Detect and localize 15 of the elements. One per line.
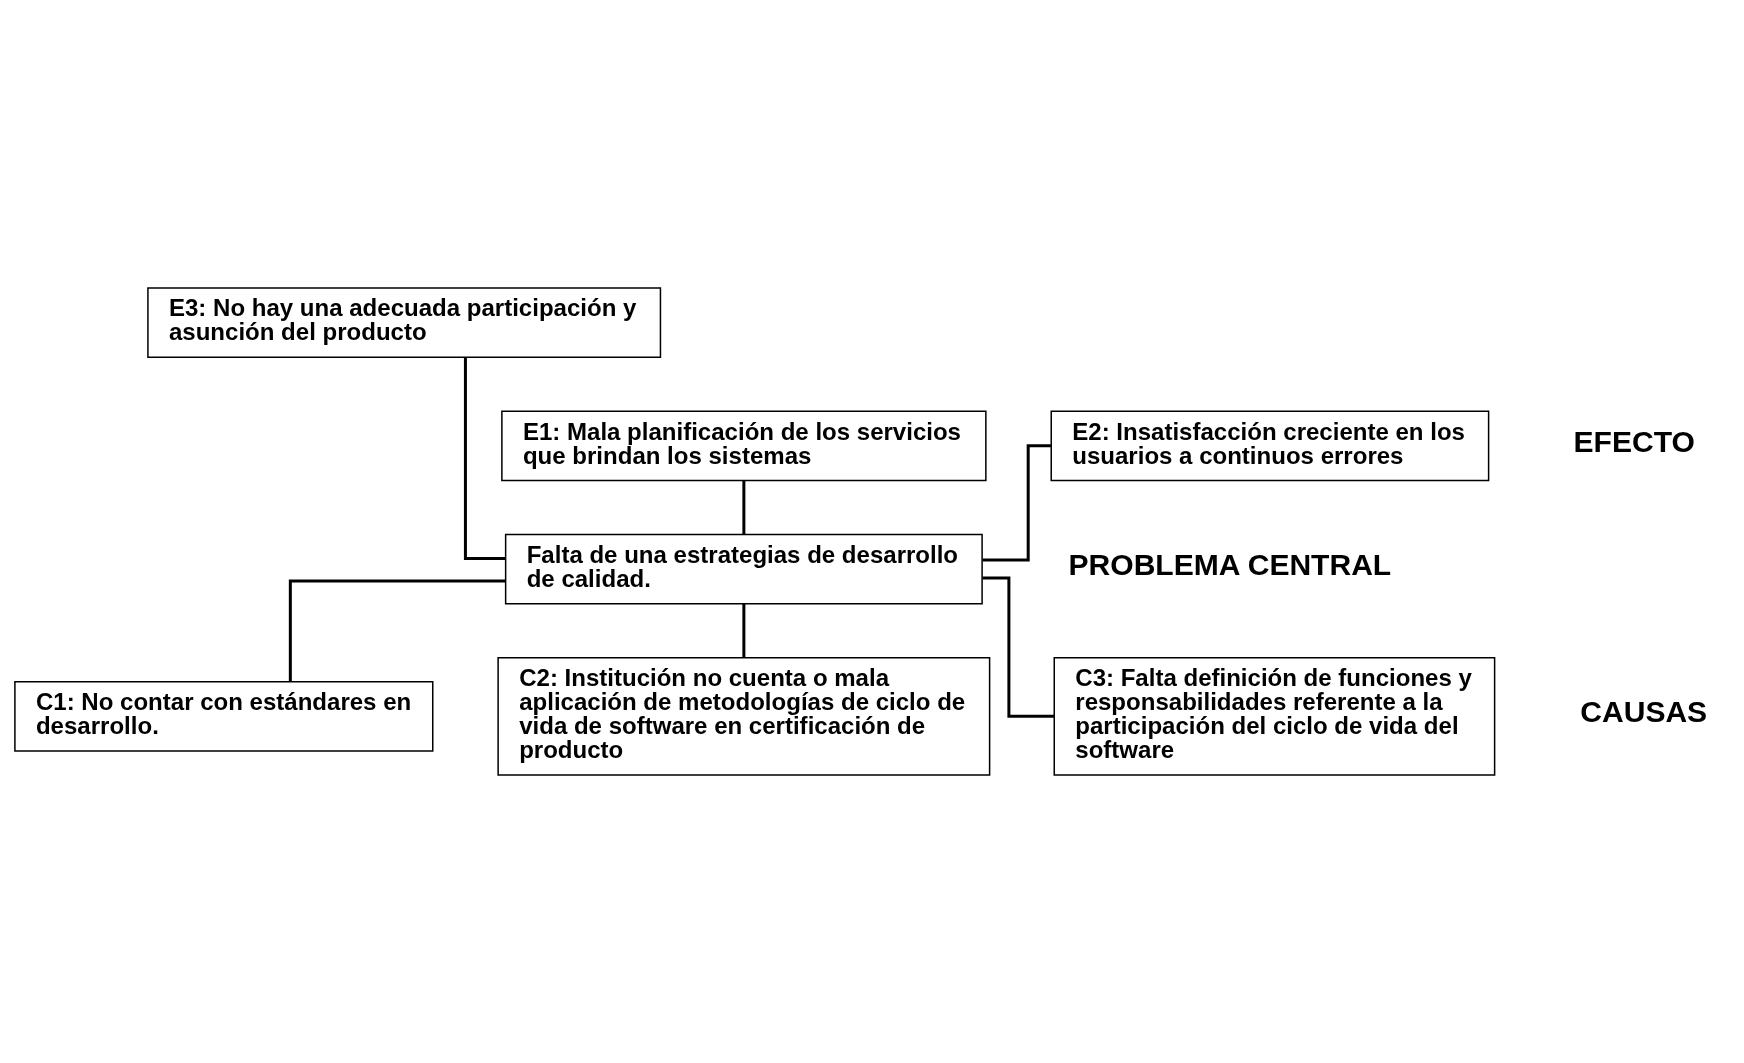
connector — [982, 576, 1054, 718]
label: EFECTO — [1573, 424, 1695, 458]
label: PROBLEMA CENTRAL — [1068, 548, 1392, 582]
connector — [742, 604, 746, 658]
node-box: E1: Mala planificación de los servicios que brindan los sistemas — [501, 410, 987, 482]
node-box: C1: No contar con estándares en desarrollo. — [14, 681, 434, 752]
node-box: Falta de una estrategias de desarrollo de calidad. — [504, 533, 983, 605]
node-box: C3: Falta definición de funciones y responsabilidades referente a la participación del ciclo de vida del software — [1053, 657, 1496, 776]
connector — [463, 357, 506, 561]
node-box: C2: Institución no cuenta o mala aplicación de metodologías de ciclo de vida de software en certificación de producto — [497, 657, 991, 776]
node-box: E3: No hay una adecuada participación y asunción del producto — [147, 287, 662, 358]
label: CAUSAS — [1580, 695, 1708, 729]
connector — [742, 480, 746, 535]
connector — [288, 579, 506, 682]
node-box: E2: Insatisfacción creciente en los usuarios a continuos errores — [1050, 410, 1490, 482]
